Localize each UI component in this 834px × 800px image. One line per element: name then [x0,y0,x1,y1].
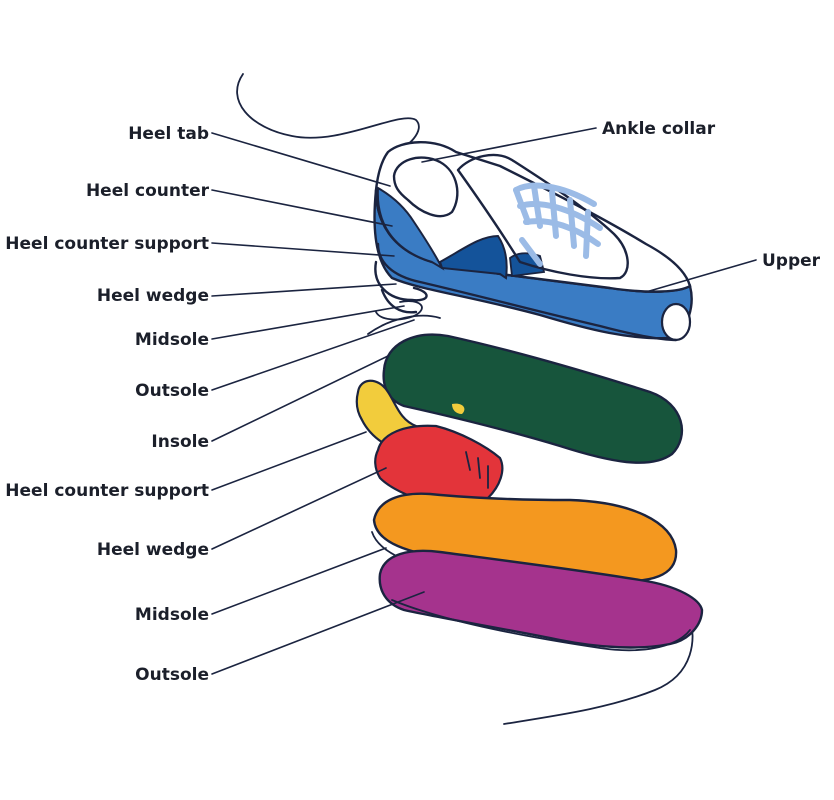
assembled-shoe [373,141,693,342]
bottom-thread-line [503,605,694,725]
shoe-sole-line-2 [374,260,428,302]
shoe-sole-line-1 [376,242,678,342]
label-heel-counter: Heel counter [86,181,210,201]
label-outsole-top: Outsole [135,381,209,401]
label-outsole-bottom: Outsole [135,665,209,685]
outsole-tread-line [391,599,691,652]
leader-lines [211,127,757,675]
toe-cap [660,302,692,342]
label-insole: Insole [151,432,209,452]
label-heel-counter-support-top: Heel counter support [5,234,209,254]
heel-wedge-ridges [465,451,489,489]
label-heel-counter-support-bottom: Heel counter support [5,481,209,501]
outsole-purple [378,549,704,649]
ankle-collar-outline [392,156,459,218]
label-ankle-collar: Ankle collar [602,119,716,139]
label-midsole-top: Midsole [135,330,209,350]
top-thread-line [236,73,420,155]
insole-shape [382,333,684,464]
insole-thread [367,314,441,335]
label-upper: Upper [762,251,821,271]
label-heel-wedge-top: Heel wedge [97,286,209,306]
laces [513,182,603,267]
tongue-outline [456,153,629,280]
label-heel-wedge-bottom: Heel wedge [97,540,209,560]
label-heel-tab: Heel tab [128,124,209,144]
dark-side-panel [438,234,508,280]
counter-support-yellow-tip [452,403,465,414]
label-midsole-bottom: Midsole [135,605,209,625]
heel-counter-shape [376,186,445,271]
